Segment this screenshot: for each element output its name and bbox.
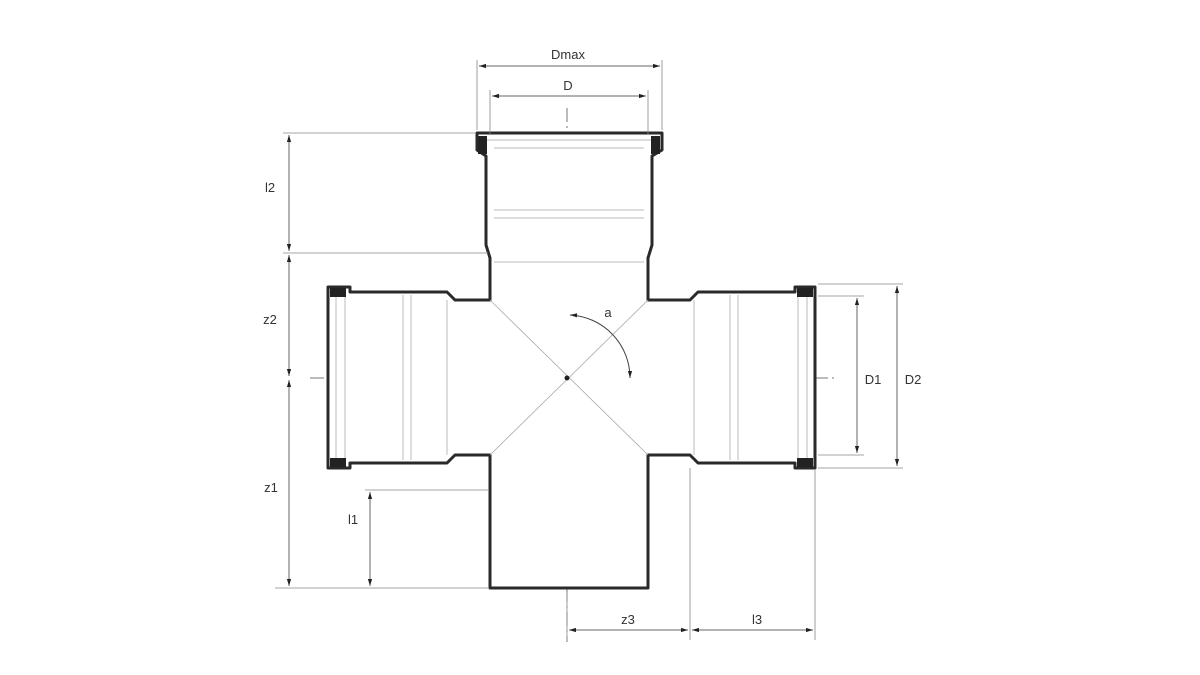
extension-lines bbox=[275, 60, 903, 640]
d2-label: D2 bbox=[905, 372, 922, 387]
left-socket-inner-lines bbox=[335, 295, 448, 460]
angle-label: a bbox=[604, 305, 612, 320]
l1-label: l1 bbox=[348, 512, 358, 527]
z1-label: z1 bbox=[264, 480, 278, 495]
z3-label: z3 bbox=[621, 612, 635, 627]
d-label: D bbox=[563, 78, 572, 93]
z2-label: z2 bbox=[263, 312, 277, 327]
d1-label: D1 bbox=[865, 372, 882, 387]
dmax-label: Dmax bbox=[551, 47, 585, 62]
angle-arc bbox=[569, 313, 633, 379]
center-point bbox=[564, 375, 570, 381]
l3-label: l3 bbox=[752, 612, 762, 627]
l2-label: l2 bbox=[265, 180, 275, 195]
right-socket-inner-lines bbox=[693, 295, 808, 460]
top-socket-inner-lines bbox=[483, 139, 656, 263]
fitting-body bbox=[326, 131, 817, 590]
gaskets bbox=[330, 136, 813, 467]
